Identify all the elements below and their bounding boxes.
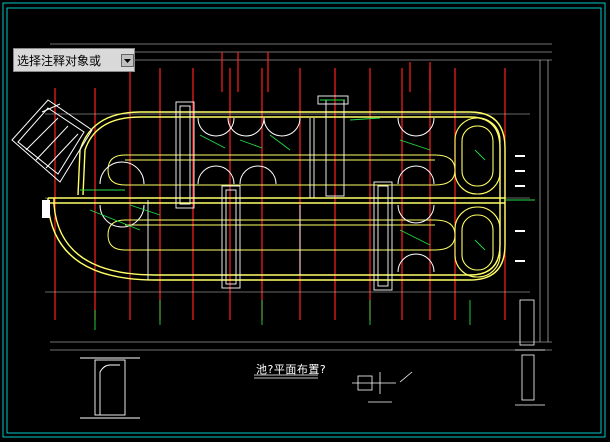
- annotation-marks: [42, 155, 525, 262]
- baffle-arcs: [99, 117, 435, 273]
- top-dimension-lines: [50, 43, 552, 351]
- section-detail-right: [515, 299, 545, 406]
- oval-reactors: [454, 117, 501, 278]
- title-underline: [254, 374, 318, 379]
- drawing-title: 池?平面布置?: [256, 363, 327, 376]
- drawing-frame: [2, 2, 606, 438]
- prompt-text: 选择注释对象或: [17, 54, 102, 68]
- section-detail-left: [80, 357, 140, 419]
- dimension-marks: [80, 99, 535, 330]
- inlet-channel: [11, 99, 93, 183]
- dropdown-arrow-icon[interactable]: [121, 54, 134, 67]
- baffle-walls: [147, 95, 393, 291]
- section-detail-middle: [352, 371, 413, 403]
- command-prompt-tooltip: 选择注释对象或: [13, 48, 135, 72]
- tank-outer-wall: [47, 111, 506, 281]
